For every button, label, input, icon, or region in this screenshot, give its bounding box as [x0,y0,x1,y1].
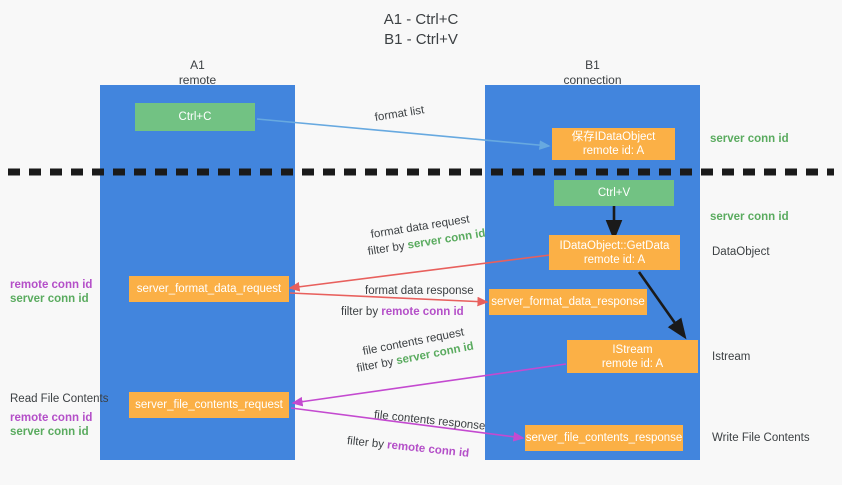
column-a1-sub: remote [178,73,217,87]
caption-filter-prefix: filter by [341,306,382,318]
box-save-idataobject-subtitle: remote id: A [582,145,645,157]
label-server-conn-id-mid: server conn id [710,211,789,223]
box-idataobject-getdata[interactable]: IDataObject::GetData remote id: A [549,235,680,270]
caption-filter-value-remote-conn-id: remote conn id [386,439,470,460]
label-server-conn-id-left-mid: server conn id [10,293,89,305]
box-server-format-data-response[interactable]: server_format_data_response [489,289,647,315]
label-istream: Istream [712,351,751,363]
column-b1-sub: connection [563,73,622,87]
caption-format-data-response-filter: filter by remote conn id [341,305,464,320]
page-title: A1 - Ctrl+C B1 - Ctrl+V [383,11,459,48]
caption-format-data-response: format data response [365,285,474,297]
label-dataobject: DataObject [712,246,770,258]
box-istream-title: IStream [612,343,653,356]
box-istream[interactable]: IStream remote id: A [567,340,698,373]
caption-filter-value-remote-conn-id: remote conn id [381,306,464,318]
box-idataobject-getdata-title: IDataObject::GetData [559,239,670,252]
label-server-conn-id-top: server conn id [710,133,789,145]
column-a1-name: A1 [190,58,205,72]
box-ctrl-c-label: Ctrl+C [178,111,212,123]
box-istream-subtitle: remote id: A [601,357,664,370]
label-remote-conn-id-mid: remote conn id [10,279,93,291]
label-read-file-contents: Read File Contents [10,393,109,405]
box-server-format-data-request-label: server_format_data_request [136,283,282,295]
box-server-file-contents-response-label: server_file_contents_response [525,432,683,444]
column-header-a1: A1 remote [115,58,280,88]
box-ctrl-v-label: Ctrl+V [597,187,631,199]
column-b1-name: B1 [585,58,600,72]
box-save-idataobject-title: 保存IDataObject [571,131,656,143]
label-server-conn-id-low: server conn id [10,426,89,438]
box-idataobject-getdata-subtitle: remote id: A [583,253,646,266]
box-server-file-contents-request[interactable]: server_file_contents_request [129,392,289,418]
column-header-b1: B1 connection [500,58,685,88]
box-server-format-data-response-label: server_format_data_response [491,296,645,308]
box-server-file-contents-response[interactable]: server_file_contents_response [525,425,683,451]
label-remote-conn-id-low: remote conn id [10,412,93,424]
caption-file-contents-response-filter: filter by remote conn id [346,434,470,462]
caption-filter-prefix: filter by [355,355,398,375]
caption-filter-prefix: filter by [346,435,388,452]
caption-file-contents-response: file contents response [373,409,486,433]
box-ctrl-v[interactable]: Ctrl+V [554,180,674,206]
caption-format-list: format list [373,104,426,124]
box-server-format-data-request[interactable]: server_format_data_request [129,276,289,302]
label-write-file-contents: Write File Contents [712,432,810,444]
box-server-file-contents-request-label: server_file_contents_request [135,399,283,411]
box-ctrl-c[interactable]: Ctrl+C [135,103,255,131]
box-save-idataobject[interactable]: 保存IDataObject remote id: A [552,128,675,160]
